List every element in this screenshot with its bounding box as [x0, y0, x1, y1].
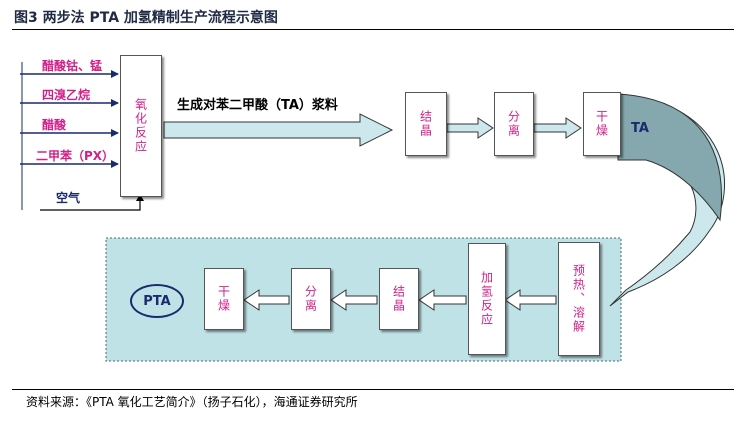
separate-label-1: 分离 [506, 110, 521, 138]
curve-dark-face [617, 93, 722, 222]
input-catalyst: 醋酸钴、锰 [42, 59, 103, 73]
arrow-air [40, 198, 141, 211]
dry-box-2: 干燥 [204, 268, 244, 330]
figure-title: 图3 两步法 PTA 加氢精制生产流程示意图 [14, 10, 278, 26]
arrow-s2-4 [243, 289, 290, 311]
crystallize-label-2: 结晶 [391, 285, 406, 313]
input-acetic-acid: 醋酸 [42, 118, 67, 132]
hydrogenation-label: 加氢反应 [479, 271, 494, 327]
input-bromide: 四溴乙烷 [42, 88, 91, 102]
crystallize-label-1: 结晶 [418, 110, 433, 138]
separate-box-2: 分离 [291, 268, 331, 330]
ta-label: TA [631, 121, 649, 136]
separate-label-2: 分离 [303, 285, 318, 313]
dry-box-1: 干燥 [583, 92, 621, 156]
arrow-s2-2 [418, 289, 467, 311]
oxidation-reactor-label: 氧化反应 [133, 98, 148, 154]
preheat-dissolve-box: 预热、溶解 [558, 242, 600, 356]
input-px: 二甲苯（PX） [36, 149, 115, 163]
pta-label: PTA [143, 293, 171, 309]
pta-product-oval: PTA [130, 284, 184, 318]
oxidation-reactor-box: 氧化反应 [120, 55, 162, 197]
crystallize-box-1: 结晶 [405, 92, 447, 156]
arrow-s1-2 [533, 117, 582, 139]
arrow-s2-1 [504, 289, 557, 311]
arrow-s1-1 [446, 117, 494, 139]
separate-box-1: 分离 [494, 92, 534, 156]
input-air: 空气 [56, 191, 81, 205]
slurry-label: 生成对苯二甲酸（TA）浆料 [177, 98, 338, 113]
dry-label-1: 干燥 [594, 110, 609, 138]
arrow-s2-3 [330, 289, 378, 311]
source-note: 资料来源：《PTA 氧化工艺简介》（扬子石化），海通证券研究所 [26, 395, 358, 409]
dry-label-2: 干燥 [216, 285, 231, 313]
crystallize-box-2: 结晶 [379, 268, 419, 330]
arrow-slurry [163, 113, 394, 147]
hydrogenation-box: 加氢反应 [468, 243, 506, 355]
preheat-dissolve-label: 预热、溶解 [571, 264, 586, 334]
title-rule [12, 29, 734, 30]
source-rule [12, 389, 734, 390]
